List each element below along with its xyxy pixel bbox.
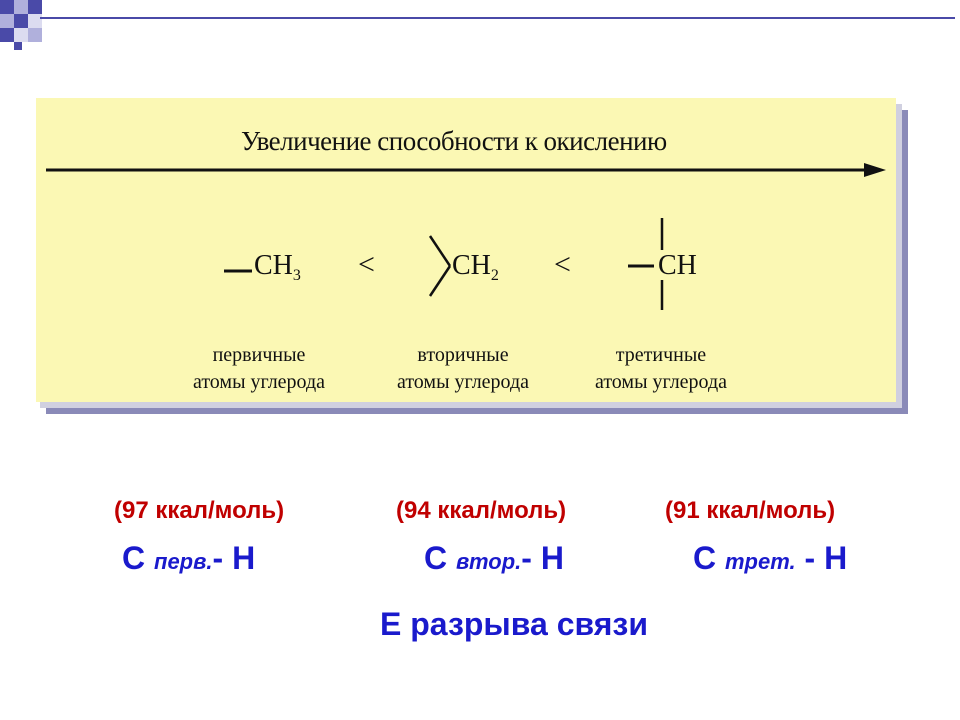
bond-secondary: С втор.- Н xyxy=(424,540,564,576)
caption-tertiary: третичные атомы углерода xyxy=(594,344,728,393)
bond-line-icon xyxy=(224,269,252,273)
formula-tertiary: CH xyxy=(658,250,697,281)
energy-secondary: (94 ккал/моль) xyxy=(396,497,567,524)
caption-secondary: вторичные атомы углерода xyxy=(396,344,530,393)
tertiary-bonds-icon xyxy=(628,218,664,310)
footer-label: Е разрыва связи xyxy=(380,606,648,642)
less-than-1: < xyxy=(358,248,375,281)
formula-primary: CH3 xyxy=(254,250,301,284)
branch-bonds-icon xyxy=(428,235,452,297)
corner-decoration xyxy=(0,0,80,60)
formula-secondary: CH2 xyxy=(452,250,499,284)
caption-primary: первичные атомы углерода xyxy=(192,344,326,393)
less-than-2: < xyxy=(554,248,571,281)
header-line xyxy=(40,17,955,19)
arrow-right-icon xyxy=(46,163,886,177)
bond-tertiary: С трет. - Н xyxy=(693,540,848,576)
bond-primary: С перв.- Н xyxy=(122,540,256,576)
panel-title: Увеличение способности к окислению xyxy=(241,126,667,156)
oxidation-panel: Увеличение способности к окислению CH3 <… xyxy=(36,98,896,402)
energy-primary: (97 ккал/моль) xyxy=(114,497,285,524)
energy-tertiary: (91 ккал/моль) xyxy=(665,497,836,524)
